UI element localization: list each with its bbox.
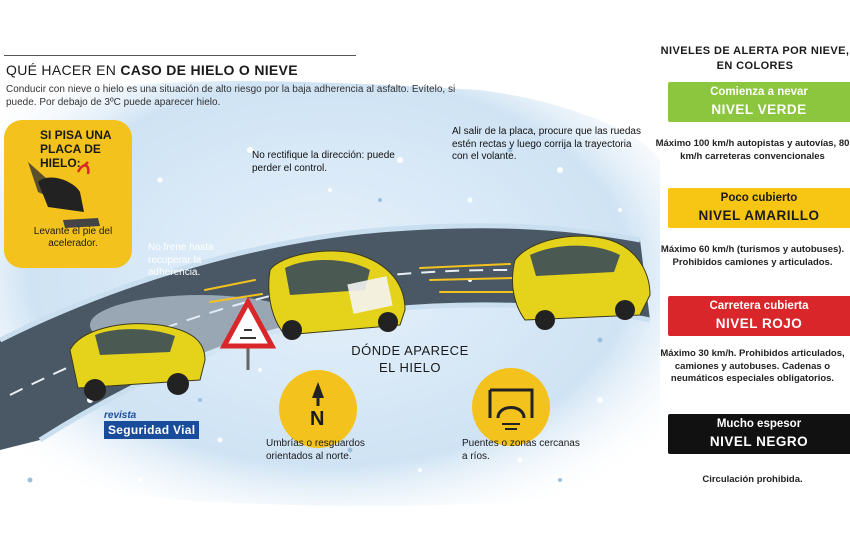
seguridad-vial-logo: revista Seguridad Vial [104, 410, 222, 440]
level-verde-line2: NIVEL VERDE [711, 102, 807, 117]
ice-patch-caption: Levante el pie del acelerador. [33, 226, 113, 249]
ice-warning-sign-icon [219, 296, 277, 370]
callout-al-salir: Al salir de la placa, procure que las ru… [452, 126, 641, 162]
foot-pedal-icon [28, 161, 100, 228]
title-bold: CASO DE HIELO O NIEVE [120, 62, 298, 78]
level-verde-desc: Máximo 100 km/h autopistas y autovías, 8… [655, 138, 850, 162]
ice-patch-title: SI PISA UNA PLACA DE HIELO: [40, 128, 112, 170]
ice-patch-panel [4, 120, 132, 268]
callout-no-frene: No frene hasta recuperar la adherencia. [148, 242, 214, 278]
level-banner-negro: Mucho espesor NIVEL NEGRO [668, 414, 850, 454]
logo-main-text: Seguridad Vial [104, 421, 200, 439]
intro-text: Conducir con nieve o hielo es una situac… [6, 84, 456, 108]
alert-levels-heading: NIVELES DE ALERTA POR NIEVE, EN COLORES [660, 45, 850, 72]
page-title: QUÉ HACER EN CASO DE HIELO O NIEVE [6, 62, 298, 78]
where-ice-title: DÓNDE APARECE EL HIELO [351, 343, 469, 375]
level-verde-line1: Comienza a nevar [710, 86, 808, 98]
north-letter: N [310, 408, 325, 430]
level-amarillo-line1: Poco cubierto [720, 192, 798, 204]
level-negro-line1: Mucho espesor [716, 418, 802, 430]
level-amarillo-line2: NIVEL AMARILLO [698, 208, 820, 223]
car-rear-icon [268, 250, 406, 340]
level-negro-line2: NIVEL NEGRO [709, 434, 809, 449]
umbrias-caption: Umbrías o resguardos orientados al norte… [266, 438, 365, 462]
bridge-icon [472, 368, 550, 446]
level-amarillo-desc: Máximo 60 km/h (turismos y autobuses). P… [660, 244, 845, 268]
level-banner-amarillo: Poco cubierto NIVEL AMARILLO [668, 188, 850, 228]
logo-top-text: revista [104, 410, 137, 421]
level-rojo-line2: NIVEL ROJO [715, 316, 803, 331]
title-prefix: QUÉ HACER EN [6, 62, 117, 78]
level-banner-verde: Comienza a nevar NIVEL VERDE [668, 82, 850, 122]
car-sliding-icon [69, 323, 206, 401]
callout-no-rectifique: No rectifique la dirección: puede perder… [252, 150, 395, 174]
level-banner-rojo: Carretera cubierta NIVEL ROJO [668, 296, 850, 336]
level-rojo-line1: Carretera cubierta [709, 300, 809, 312]
puentes-caption: Puentes o zonas cercanas a ríos. [462, 438, 580, 462]
level-negro-desc: Circulación prohibida. [702, 474, 803, 485]
north-compass-icon: N [279, 370, 357, 448]
level-rojo-desc: Máximo 30 km/h. Prohibidos articulados, … [660, 348, 845, 384]
header-rule [4, 55, 356, 56]
car-recovering-icon [511, 235, 651, 330]
